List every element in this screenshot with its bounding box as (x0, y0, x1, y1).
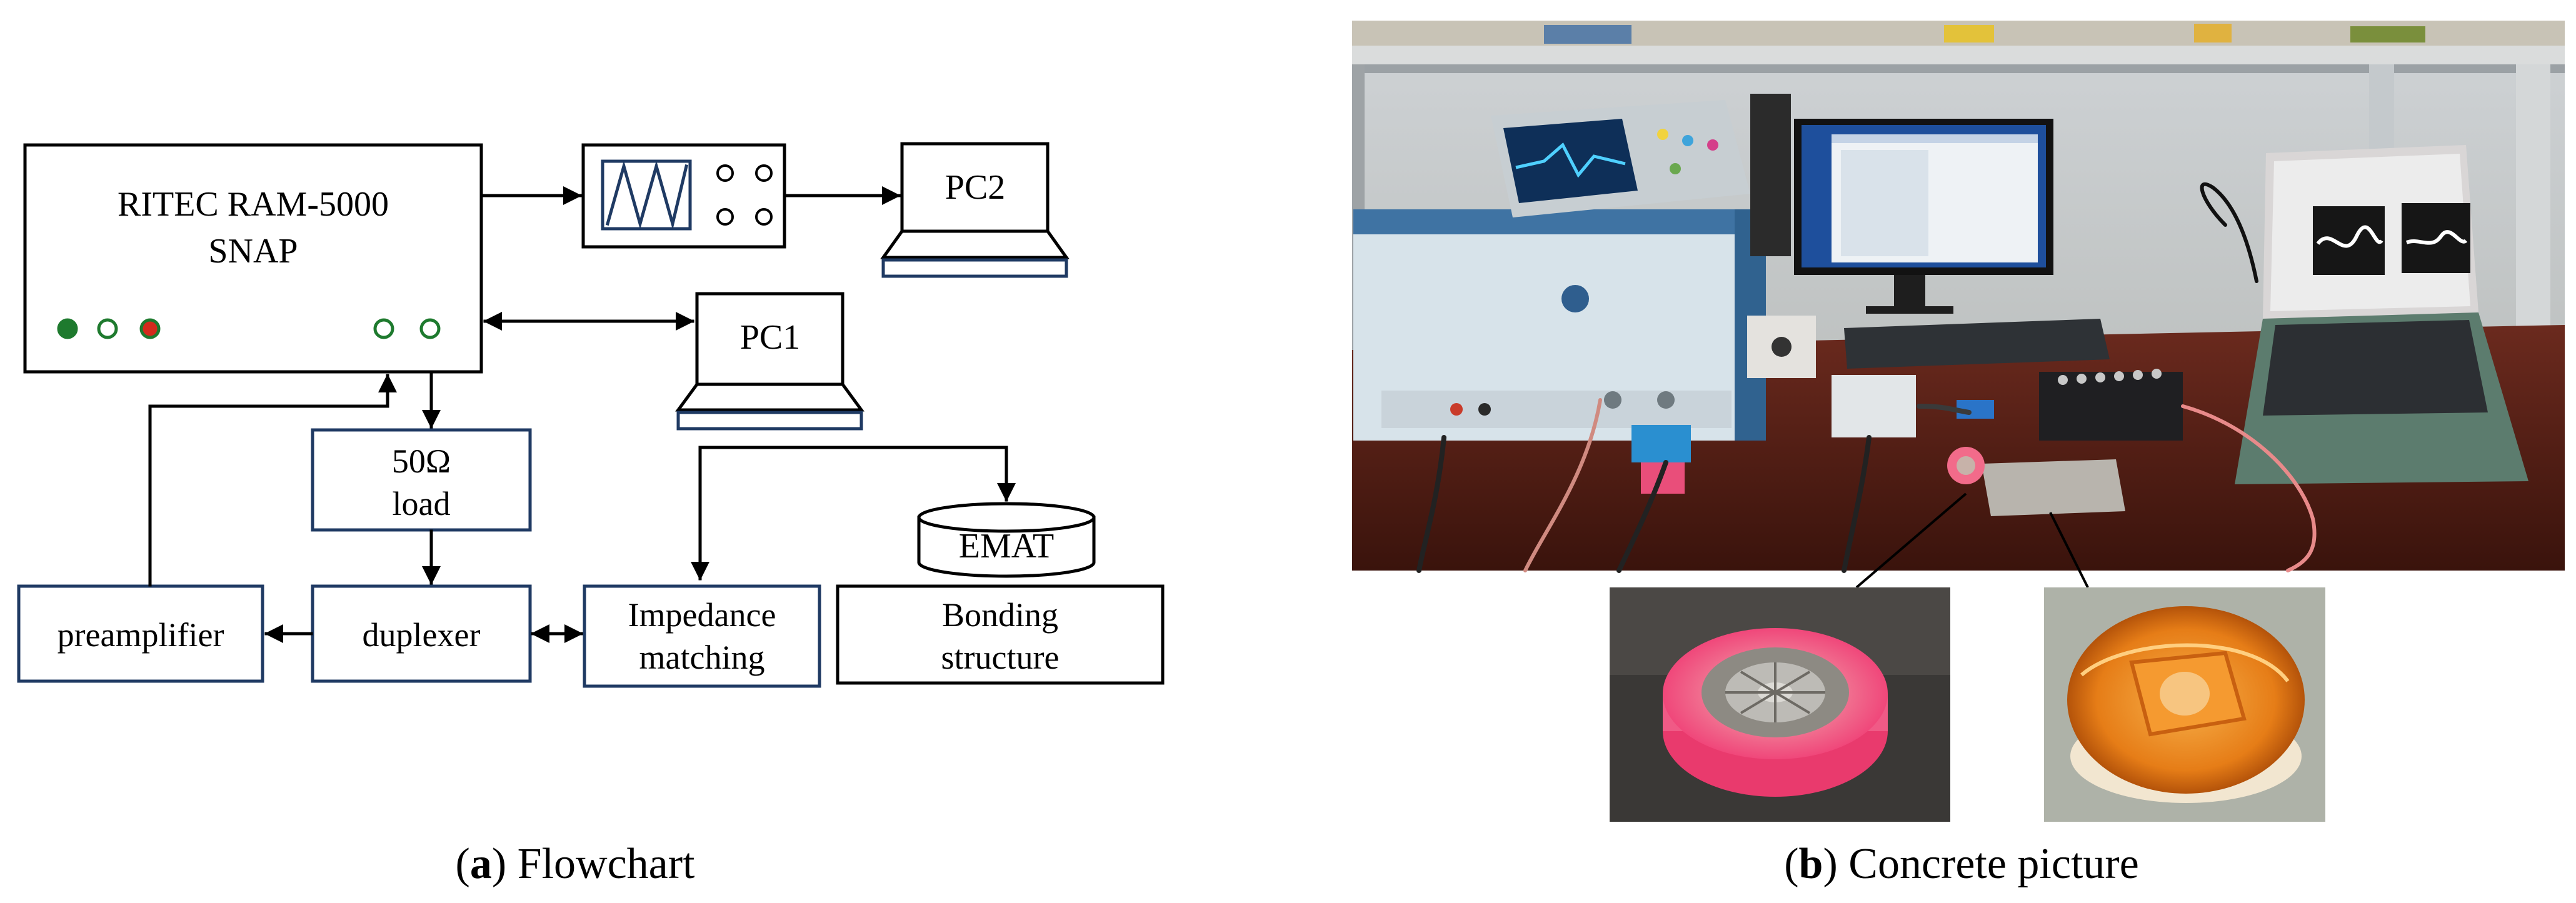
bonding-line1: Bonding (942, 596, 1058, 634)
duplexer-box: duplexer (311, 584, 532, 683)
indicator-light (139, 318, 161, 339)
impedance-matching-box: Impedance matching (583, 584, 821, 688)
ritec-instrument-photo (1353, 209, 1766, 441)
arrow-impedance-to-emat (691, 446, 1016, 581)
bonding-sample-closeup-photo (2044, 587, 2325, 822)
bonding-plate-photo (1982, 459, 2125, 516)
connector-block-photo (2039, 369, 2183, 441)
leader-line-left (1855, 492, 1967, 589)
laptop-photo (2235, 145, 2528, 484)
oscilloscope-icon (581, 143, 786, 249)
preamplifier-box: preamplifier (17, 584, 264, 683)
caption-b: (b) Concrete picture (1784, 840, 2139, 888)
ritec-ram5000-box: RITEC RAM-5000 SNAP (23, 143, 483, 374)
impedance-line1: Impedance (628, 596, 776, 634)
oscilloscope-photo (1491, 100, 1750, 217)
indicator-light (373, 318, 394, 339)
load-box: 50Ω load (311, 428, 532, 532)
indicator-light (97, 318, 118, 339)
caption-a: (a) Flowchart (456, 840, 696, 888)
connector-arrows (148, 186, 1016, 643)
emat-closeup-photo (1610, 587, 1950, 822)
pc1-label: PC1 (740, 318, 801, 357)
monitor-photo (1794, 119, 2053, 314)
arrow-preamplifier-to-ritec (148, 374, 397, 587)
pc1-laptop-icon: PC1 (675, 292, 865, 431)
preamplifier-label: preamplifier (58, 616, 224, 654)
indicator-light (57, 318, 78, 339)
emat-cylinder: EMAT (917, 502, 1096, 578)
pc2-label: PC2 (945, 168, 1006, 207)
bonding-structure-box: Bonding structure (836, 584, 1165, 685)
ritec-title: RITEC RAM-5000 (118, 185, 389, 224)
impedance-line2: matching (639, 639, 765, 676)
keyboard-photo (1844, 319, 2110, 369)
load-label: load (393, 485, 451, 522)
lab-setup-photo (1352, 21, 2565, 573)
matching-box-photo (1832, 375, 1916, 437)
load-value: 50Ω (392, 442, 451, 480)
emat-label: EMAT (959, 527, 1054, 566)
indicator-light (419, 318, 441, 339)
bonding-line2: structure (941, 639, 1060, 676)
ritec-subtitle: SNAP (208, 232, 298, 271)
flowchart: RITEC RAM-5000 SNAP PC2 (17, 142, 1165, 688)
duplexer-label: duplexer (363, 616, 481, 654)
pc2-laptop-icon: PC2 (880, 142, 1070, 278)
leader-line-right (2049, 512, 2089, 588)
